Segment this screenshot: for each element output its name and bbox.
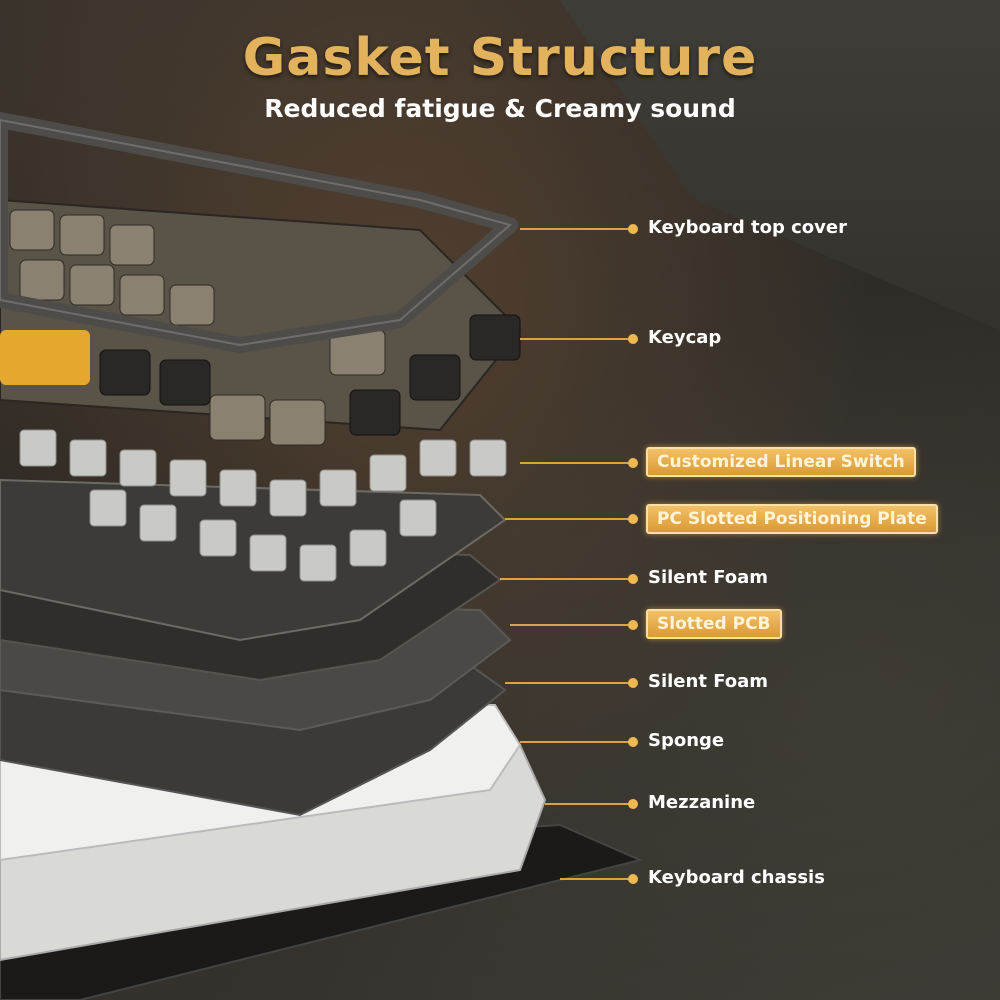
callout-dot-icon	[628, 799, 638, 809]
layer-label-sponge: Sponge	[648, 730, 725, 751]
layer-label-silent-foam-upper: Silent Foam	[648, 567, 769, 588]
keycaps-layer	[0, 198, 522, 446]
callout-dot-icon	[628, 874, 638, 884]
layer-label-keycap: Keycap	[648, 327, 722, 348]
callout-dot-icon	[628, 620, 638, 630]
layer-label-positioning-plate: PC Slotted Positioning Plate	[646, 504, 938, 534]
layer-label-slotted-pcb: Slotted PCB	[646, 609, 782, 639]
layer-label-silent-foam-lower: Silent Foam	[648, 671, 769, 692]
page-title: Gasket Structure	[242, 28, 758, 88]
callout-dot-icon	[628, 514, 638, 524]
callout-dot-icon	[628, 678, 638, 688]
callout-dot-icon	[628, 334, 638, 344]
page-subtitle: Reduced fatigue & Creamy sound	[264, 94, 736, 123]
callout-dot-icon	[628, 458, 638, 468]
layer-label-mezzanine: Mezzanine	[648, 792, 756, 813]
callout-dot-icon	[628, 574, 638, 584]
layer-label-top-cover: Keyboard top cover	[648, 217, 847, 238]
layer-label-chassis: Keyboard chassis	[648, 867, 825, 888]
callout-dot-icon	[628, 737, 638, 747]
layer-label-linear-switch: Customized Linear Switch	[646, 447, 916, 477]
callout-dot-icon	[628, 224, 638, 234]
switches-layer	[19, 429, 507, 582]
